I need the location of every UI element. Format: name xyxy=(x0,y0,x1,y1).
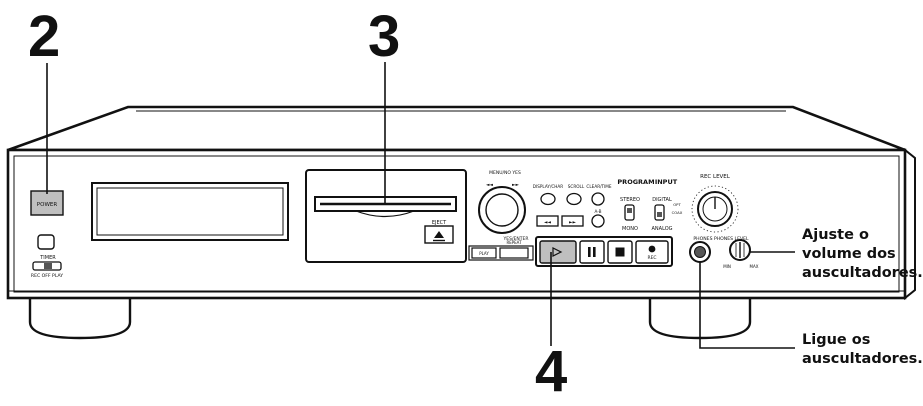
step-4-play: 4 xyxy=(535,339,568,404)
rec-level-label: REC LEVEL xyxy=(700,174,731,180)
svg-text:MENU/NO YES: MENU/NO YES xyxy=(489,170,521,176)
play-button[interactable] xyxy=(539,240,577,264)
stereo-label: STEREO xyxy=(620,197,640,203)
pause-button[interactable] xyxy=(579,240,605,264)
program-mode-label: PROGRAM xyxy=(617,178,654,186)
step-3-disc-slot: 3 xyxy=(368,4,401,69)
function-buttons: DISPLAY/CHAR SCROLL ◄◄ ►► CLEAR/TIME A-B xyxy=(533,184,612,228)
step-2-power: 2 xyxy=(28,4,61,69)
fast-forward-button[interactable] xyxy=(561,215,584,227)
callout-headphone-level: Ajuste o volume dos auscultadores. xyxy=(802,226,923,283)
stop-icon xyxy=(615,247,625,257)
eject-label: EJECT xyxy=(432,220,447,226)
svg-text:◄◄: ◄◄ xyxy=(486,183,493,188)
svg-text:A-B: A-B xyxy=(594,209,601,214)
svg-text:SCROLL: SCROLL xyxy=(568,184,585,189)
eject-icon xyxy=(434,231,444,238)
rewind-button[interactable] xyxy=(536,215,559,227)
play-mode-button[interactable] xyxy=(471,247,497,259)
clear-button[interactable] xyxy=(591,192,605,206)
rec-button-label: REC xyxy=(647,255,656,261)
phones-label: PHONES PHONES LEVEL xyxy=(693,236,749,242)
power-label: POWER xyxy=(37,202,58,208)
play-icon xyxy=(552,247,563,257)
device-feet xyxy=(28,294,752,340)
timer-modes-label: REC OFF PLAY xyxy=(31,273,63,279)
callout-headphone-level-line-1: Ajuste o xyxy=(802,227,869,243)
callout-headphone-jack-line-1: Ligue os xyxy=(802,332,871,348)
analog-label: ANALOG xyxy=(652,226,673,232)
pause-icon xyxy=(588,247,591,257)
leader-lines xyxy=(46,62,795,349)
svg-text:YES/ENTER: YES/ENTER xyxy=(503,236,529,242)
svg-text:OPT: OPT xyxy=(673,202,681,207)
display-button[interactable] xyxy=(540,192,556,206)
callout-headphone-level-line-2: volume dos xyxy=(802,246,896,262)
svg-text:DISPLAY/CHAR: DISPLAY/CHAR xyxy=(533,184,564,189)
rec-icon xyxy=(648,245,656,253)
repeat-mode-button[interactable] xyxy=(499,247,529,259)
svg-text:PLAY: PLAY xyxy=(479,251,489,256)
digital-label: DIGITAL xyxy=(652,197,672,203)
svg-text:◄◄: ◄◄ xyxy=(544,221,551,226)
standby-sensor xyxy=(37,234,55,250)
timer-label: TIMER xyxy=(39,255,56,261)
svg-text:REPEAT: REPEAT xyxy=(506,240,522,245)
device-top-cover xyxy=(7,105,906,152)
input-label: INPUT xyxy=(655,178,678,186)
svg-text:CLEAR/TIME: CLEAR/TIME xyxy=(586,184,611,189)
callout-headphone-level-line-3: auscultadores. xyxy=(802,265,923,281)
scroll-button[interactable] xyxy=(566,192,582,206)
repeat-button[interactable] xyxy=(591,214,605,228)
callout-headphone-jack: Ligue os auscultadores. xyxy=(802,331,923,369)
power-button[interactable] xyxy=(30,190,64,216)
display-window xyxy=(91,182,289,241)
svg-text:►►: ►► xyxy=(569,221,576,226)
svg-text:►►: ►► xyxy=(512,183,519,188)
max-label: MAX xyxy=(750,264,759,269)
min-label: MIN xyxy=(723,264,731,269)
callout-headphone-jack-line-2: auscultadores. xyxy=(802,351,923,367)
mono-label: MONO xyxy=(622,226,638,232)
svg-text:COAX: COAX xyxy=(672,210,683,215)
